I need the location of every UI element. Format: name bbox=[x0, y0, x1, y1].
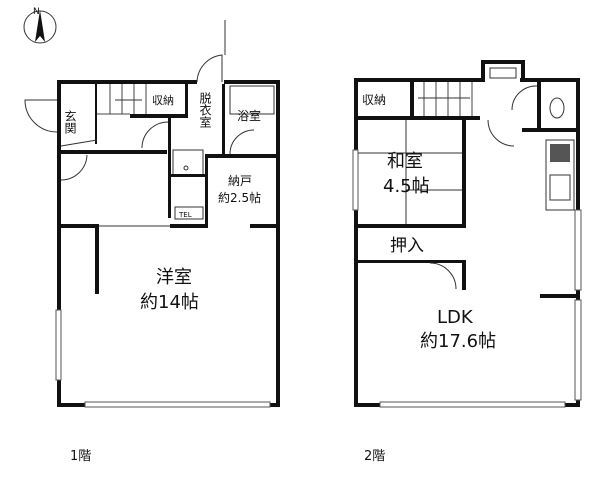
floor2-ldk-label: LDK bbox=[437, 307, 474, 328]
floor1-plan bbox=[24, 20, 280, 408]
floor2-storage-label: 収納 bbox=[362, 93, 386, 107]
floor2-caption: 2階 bbox=[364, 449, 385, 464]
floor2-oshiire-label: 押入 bbox=[390, 236, 424, 256]
floor1-dressing-label: 脱衣室 bbox=[198, 91, 212, 128]
floor1-storage-label: 収納 bbox=[152, 94, 174, 107]
floor1-western-label: 洋室 bbox=[156, 267, 192, 288]
floor1-caption: 1階 bbox=[70, 449, 91, 464]
floor1-bath-label: 浴室 bbox=[237, 108, 261, 123]
floor2-plan bbox=[352, 60, 582, 408]
floor2-japanese-size: 4.5帖 bbox=[383, 176, 430, 197]
tel-label: TEL bbox=[178, 211, 192, 219]
floor1-closet-size: 約2.5帖 bbox=[218, 190, 261, 205]
floor1-entrance-label: 玄関 bbox=[63, 109, 77, 134]
floor2-japanese-label: 和室 bbox=[387, 151, 423, 172]
north-label: N bbox=[33, 7, 40, 17]
north-arrow-icon bbox=[23, 10, 57, 44]
floor1-western-size: 約14帖 bbox=[140, 292, 199, 313]
floor2-ldk-size: 約17.6帖 bbox=[420, 331, 496, 352]
floor1-closet-label: 納戸 bbox=[228, 174, 252, 188]
